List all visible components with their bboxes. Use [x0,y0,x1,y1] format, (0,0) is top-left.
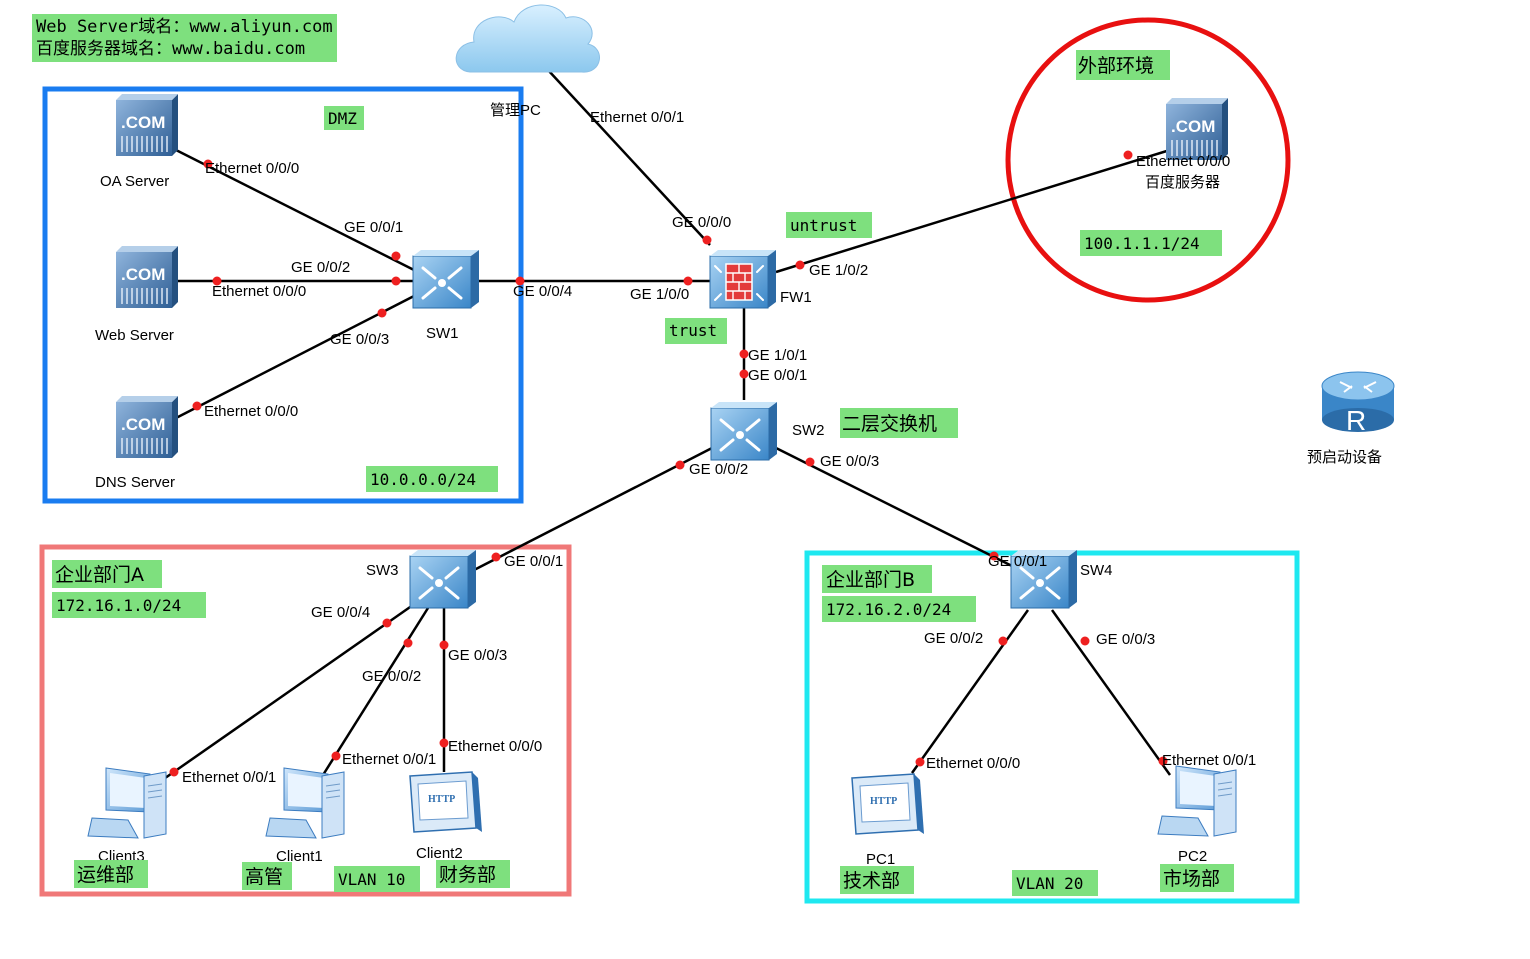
port-label: GE 0/0/2 [362,668,421,685]
link-sw3-client3 [157,603,414,785]
client3-dept-tag: 运维部 [77,864,134,886]
port-label: GE 0/0/2 [689,461,748,478]
link-oa-sw1 [171,146,415,272]
oa-server-icon[interactable] [115,93,179,157]
baidu-server-label: 百度服务器 [1145,174,1220,191]
dept-b-title-tag: 企业部门B [826,569,915,591]
sw3-label: SW3 [366,562,399,579]
pc2-pc-icon[interactable] [1157,765,1237,837]
port-label: GE 0/0/3 [448,647,507,664]
dmz-zone-box [42,86,524,504]
dept-a-zone-box [39,544,572,897]
port-label: GE 1/0/0 [630,286,689,303]
cloud-icon[interactable] [455,4,600,73]
sw2-label: SW2 [792,422,825,439]
fw1-label: FW1 [780,289,812,306]
link-sw2-sw4 [775,446,1013,568]
pc1-http-icon[interactable] [851,773,925,835]
port-label: GE 0/0/3 [330,331,389,348]
external-zone-circle [1005,17,1291,303]
client2-label: Client2 [416,845,463,862]
external-title-tag: 外部环境 [1078,55,1154,77]
link-cloud-fw1 [547,69,711,246]
port-label: GE 0/0/2 [924,630,983,647]
sw1-label: SW1 [426,325,459,342]
client1-label: Client1 [276,848,323,865]
domain-note-line2: 百度服务器域名：www.baidu.com [36,39,306,59]
port-label: Ethernet 0/0/0 [1136,153,1230,170]
pc2-label: PC2 [1178,848,1207,865]
untrust-tag: untrust [790,216,857,235]
firewall-icon[interactable] [709,250,776,309]
link-dns-sw1 [175,294,415,420]
domain-note-line1: Web Server域名：www.aliyun.com [36,17,333,37]
link-sw4-pc2 [1050,609,1172,776]
port-label: GE 0/0/0 [672,214,731,231]
client1-pc-icon[interactable] [265,767,345,839]
port-label: Ethernet 0/0/1 [1162,752,1256,769]
sw3-icon[interactable] [408,548,478,610]
link-sw4-pc1 [910,609,1030,774]
dns-server-icon[interactable] [115,395,179,459]
link-fw1-baidu [775,148,1171,274]
client2-http-icon[interactable] [409,771,483,833]
port-label: Ethernet 0/0/1 [342,751,436,768]
port-label: GE 0/0/1 [988,553,1047,570]
port-label: GE 0/0/4 [513,283,572,300]
sw1-icon[interactable] [411,248,481,310]
port-label: Ethernet 0/0/1 [590,109,684,126]
port-dots [169,150,1168,777]
trust-tag: trust [669,321,717,340]
svg-text:R: R [1346,405,1366,436]
port-label: GE 0/0/1 [504,553,563,570]
dept-b-subnet-tag: 172.16.2.0/24 [826,600,951,619]
oa-server-label: OA Server [100,173,169,190]
cloud-label: 管理PC [490,102,541,119]
port-labels: Ethernet 0/0/1 GE 0/0/0 Ethernet 0/0/0 G… [182,109,1256,786]
dept-a-vlan-tag: VLAN 10 [338,870,405,889]
port-label: Ethernet 0/0/1 [182,769,276,786]
sw4-label: SW4 [1080,562,1113,579]
port-label: GE 0/0/1 [748,367,807,384]
external-ip-tag: 100.1.1.1/24 [1084,234,1200,253]
router-label: 预启动设备 [1307,449,1382,466]
router-icon[interactable]: R [1321,371,1395,436]
client2-dept-tag: 财务部 [439,864,496,886]
dept-b-vlan-tag: VLAN 20 [1016,874,1083,893]
client3-pc-icon[interactable] [87,767,167,839]
dept-a-title-tag: 企业部门A [55,564,144,586]
dmz-subnet-tag: 10.0.0.0/24 [370,470,476,489]
domain-note: Web Server域名：www.aliyun.com 百度服务器域名：www.… [32,14,337,62]
port-label: GE 0/0/3 [820,453,879,470]
port-label: Ethernet 0/0/0 [926,755,1020,772]
link-sw2-sw3 [473,446,713,572]
web-server-icon[interactable] [115,245,179,309]
port-label: GE 0/0/1 [344,219,403,236]
dns-server-label: DNS Server [95,474,175,491]
pc1-dept-tag: 技术部 [843,870,900,892]
port-label: GE 0/0/3 [1096,631,1155,648]
port-label: GE 0/0/4 [311,604,370,621]
sw2-layer2-tag: 二层交换机 [842,413,937,435]
dmz-title-tag: DMZ [328,109,357,128]
port-label: Ethernet 0/0/0 [448,738,542,755]
port-label: Ethernet 0/0/0 [204,403,298,420]
sw2-icon[interactable] [709,400,779,462]
port-label: GE 1/0/1 [748,347,807,364]
zone-tags: DMZ 10.0.0.0/24 外部环境 100.1.1.1/24 untrus… [52,50,1234,896]
port-label: Ethernet 0/0/0 [212,283,306,300]
link-sw3-client1 [321,607,430,776]
port-label: Ethernet 0/0/0 [205,160,299,177]
dept-a-subnet-tag: 172.16.1.0/24 [56,596,181,615]
pc2-dept-tag: 市场部 [1163,868,1220,890]
links [157,69,1172,785]
web-server-label: Web Server [95,327,174,344]
pc1-label: PC1 [866,851,895,868]
baidu-server-icon[interactable] [1165,97,1229,161]
port-label: GE 0/0/2 [291,259,350,276]
client1-dept-tag: 高管 [245,866,283,888]
port-label: GE 1/0/2 [809,262,868,279]
